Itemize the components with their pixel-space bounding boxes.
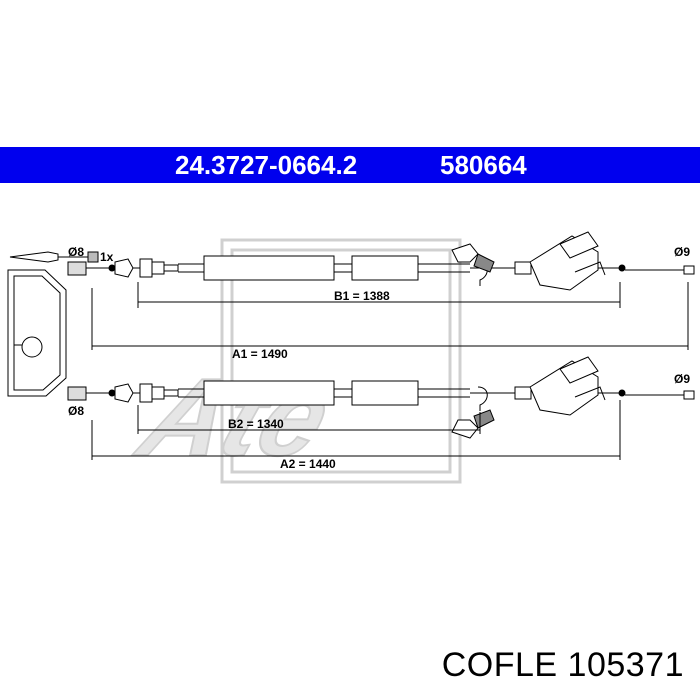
dimension-a2: A2 = 1440 [280, 457, 336, 471]
footer-caption: COFLE 105371 [441, 646, 684, 684]
mounting-bracket [7, 269, 67, 397]
dimension-b2: B2 = 1340 [228, 417, 284, 431]
cable-top [67, 231, 695, 291]
accessory-qty: 1x [100, 250, 114, 264]
cable-bottom [67, 356, 695, 439]
bottom-right-diameter: Ø9 [674, 372, 690, 386]
top-right-diameter: Ø9 [674, 245, 690, 259]
dimension-b1: B1 = 1388 [334, 289, 390, 303]
dimension-a1: A1 = 1490 [232, 347, 288, 361]
bottom-left-diameter: Ø8 [68, 404, 84, 418]
accessory-clip-icon [9, 251, 99, 263]
top-left-diameter: Ø8 [68, 245, 84, 259]
header-banner: 24.3727-0664.2 580664 [0, 147, 700, 183]
reference-number: 580664 [440, 150, 527, 180]
article-number: 24.3727-0664.2 [175, 150, 358, 180]
bottom-dimension-lines [91, 400, 621, 460]
top-dimension-lines [91, 282, 689, 350]
